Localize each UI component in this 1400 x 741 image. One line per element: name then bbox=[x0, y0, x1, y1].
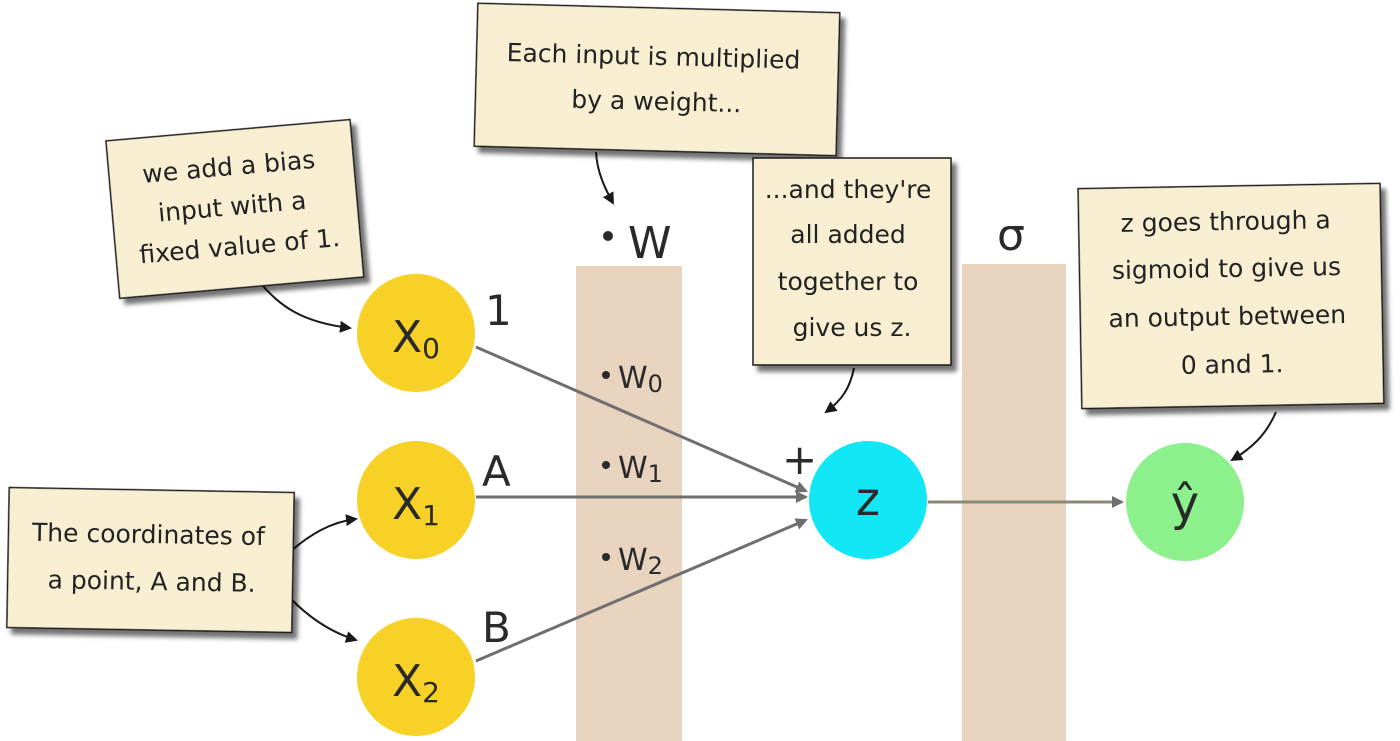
svg-text:we add a bias input with: we add a bias input with a fixed value o… bbox=[131, 143, 341, 269]
note-weight: Each input is multiplied by a weight... bbox=[473, 2, 841, 157]
pointer-sigmoid bbox=[1230, 411, 1277, 462]
input-node-x0 bbox=[357, 274, 475, 392]
output-node-y bbox=[1126, 443, 1244, 561]
w0-bullet bbox=[602, 371, 610, 379]
input-node-x1 bbox=[357, 441, 475, 559]
note-sigmoid-line-2: sigmoid to give us bbox=[1112, 252, 1342, 285]
input-node-x2-label: X2 bbox=[392, 656, 440, 709]
w2-label: W2 bbox=[618, 543, 663, 580]
w1-bullet bbox=[602, 461, 610, 469]
note-coords-line-2: a point, A and B. bbox=[47, 565, 256, 598]
note-sigmoid-line-3: an output between bbox=[1108, 300, 1346, 333]
note-coords-line-1: The coordinates of bbox=[31, 518, 267, 551]
note-coords: The coordinates of a point, A and B. bbox=[6, 486, 295, 634]
pointer-weight bbox=[595, 151, 614, 205]
note-sum: ...and they're all added together to giv… bbox=[752, 157, 952, 366]
w0-label: W0 bbox=[618, 361, 663, 398]
note-sigmoid-line-4: 0 and 1. bbox=[1181, 349, 1284, 380]
weights-bullet bbox=[603, 231, 613, 241]
note-sum-line-4: give us z. bbox=[793, 313, 912, 342]
weights-column-label: W bbox=[628, 218, 672, 269]
input-node-x0-label: X0 bbox=[392, 312, 440, 365]
w1-label: W1 bbox=[618, 451, 663, 488]
note-sigmoid: z goes through a sigmoid to give us an o… bbox=[1077, 182, 1385, 410]
pointer-coords-x2 bbox=[291, 599, 358, 643]
edge-x2-z bbox=[475, 518, 808, 663]
edge-x0-z bbox=[475, 345, 808, 493]
pointer-bias bbox=[261, 284, 352, 333]
note-sum-line-3: together to bbox=[778, 267, 919, 296]
input-node-x1-label: X1 bbox=[392, 479, 440, 532]
sigmoid-column-label: σ bbox=[997, 210, 1025, 261]
pointer-coords-x1 bbox=[291, 514, 358, 551]
pointer-sum bbox=[824, 367, 855, 414]
w2-bullet bbox=[602, 553, 610, 561]
sum-node-z-label: z bbox=[856, 472, 880, 526]
input-node-x2 bbox=[357, 618, 475, 736]
output-node-y-label: ŷ bbox=[1171, 476, 1199, 532]
svg-text:...and they're all added: ...and they're all added together to giv… bbox=[765, 175, 940, 342]
edge-label-x0: 1 bbox=[485, 286, 512, 335]
note-bias: we add a bias input with a fixed value o… bbox=[105, 118, 365, 300]
note-sum-line-1: ...and they're bbox=[765, 175, 932, 204]
svg-text:The coordinates of a poi: The coordinates of a point, A and B. bbox=[30, 518, 273, 598]
sum-node-z bbox=[809, 441, 927, 559]
sum-plus-label: + bbox=[782, 435, 817, 484]
svg-text:z goes through a sigmoid: z goes through a sigmoid to give us an o… bbox=[1107, 205, 1356, 381]
note-sigmoid-line-1: z goes through a bbox=[1120, 205, 1331, 238]
edge-label-x1: A bbox=[482, 447, 511, 496]
note-weight-line-2: by a weight... bbox=[571, 85, 742, 118]
edge-label-x2: B bbox=[482, 603, 511, 652]
note-sum-line-2: all added bbox=[790, 220, 905, 249]
weights-band bbox=[576, 266, 682, 741]
